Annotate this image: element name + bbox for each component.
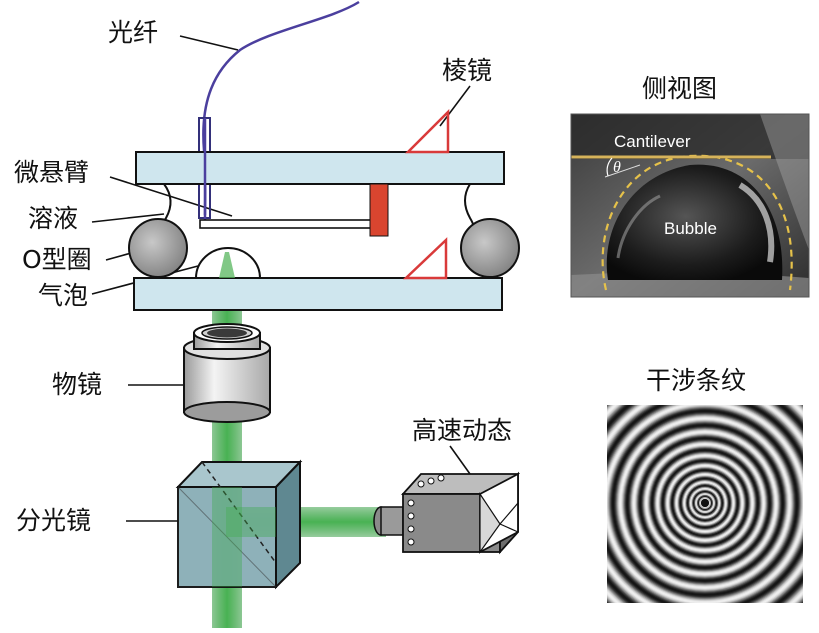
prism-top xyxy=(404,108,450,154)
label-solution: 溶液 xyxy=(28,204,79,233)
label-camera: 高速动态 xyxy=(412,416,513,445)
cantilever-beam xyxy=(199,219,387,229)
top-glass-slide xyxy=(135,151,505,185)
bottom-glass-slide xyxy=(133,277,503,311)
o-ring-right xyxy=(460,218,520,278)
cantilever-leader xyxy=(109,176,233,217)
prism-bottom xyxy=(402,237,448,280)
side-view-photo xyxy=(571,114,809,297)
fringe-center xyxy=(701,499,709,507)
fiber-leader xyxy=(179,35,239,51)
label-objective: 物镜 xyxy=(52,370,103,399)
beamsplitter-cube xyxy=(175,459,303,590)
solution-leader xyxy=(91,213,165,223)
o-ring-left xyxy=(128,218,188,278)
solution-meniscus-right xyxy=(464,183,475,231)
label-bubble: 气泡 xyxy=(38,281,89,310)
contact-angle-symbol: θ xyxy=(613,159,621,176)
label-cantilever: 微悬臂 xyxy=(14,158,90,187)
fringes-title: 干涉条纹 xyxy=(646,366,747,395)
label-prism: 棱镜 xyxy=(442,56,493,85)
red-spacer xyxy=(369,183,389,237)
side-view-title: 侧视图 xyxy=(642,74,718,103)
side-view-frame xyxy=(570,113,810,298)
cantilever-photo-label: Cantilever xyxy=(614,132,691,151)
interference-fringes xyxy=(607,405,803,603)
prism-leader xyxy=(439,85,471,127)
bubble-cone xyxy=(219,252,235,278)
label-beamsplitter: 分光镜 xyxy=(16,506,92,535)
objective-lens xyxy=(183,323,271,423)
label-o-ring: O型圈 xyxy=(22,245,92,274)
label-fiber: 光纤 xyxy=(108,18,159,47)
bubble-photo-label: Bubble xyxy=(664,219,717,238)
high-speed-camera xyxy=(373,471,521,555)
